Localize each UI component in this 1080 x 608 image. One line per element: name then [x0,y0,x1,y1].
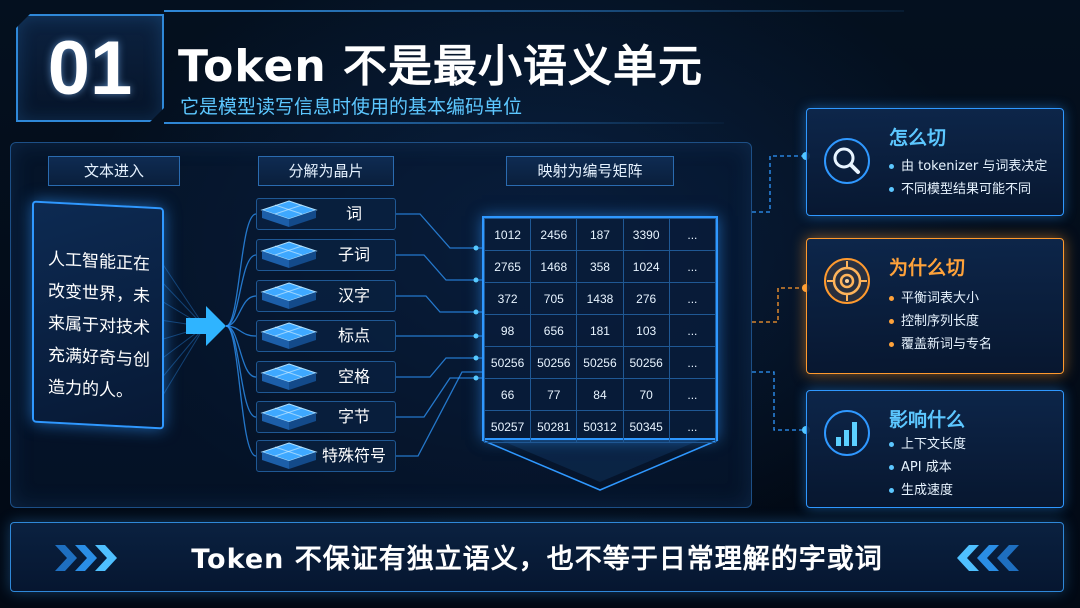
matrix-cell: 181 [576,314,624,347]
matrix-cell: ... [668,282,717,315]
matrix-cell: 50281 [530,410,578,443]
magnifier-icon [824,138,870,184]
matrix-cell: ... [668,314,717,347]
card-title: 为什么切 [889,257,966,279]
crystal-chip-icon [260,442,318,469]
token-chip: 特殊符号 [256,440,396,472]
card-item: 覆盖新词与专名 [889,333,992,356]
token-chip: 标点 [256,320,396,352]
chip-label: 字节 [337,407,370,426]
matrix-cell: 84 [576,378,624,411]
matrix-cell: 103 [622,314,670,347]
card-item: 生成速度 [889,479,966,502]
matrix-cell: ... [668,346,717,379]
matrix-cell: ... [668,410,717,443]
crystal-chip-icon [260,200,318,227]
crystal-chip-icon [260,363,318,390]
card-item: 不同模型结果可能不同 [889,178,1047,201]
section-number-box: 01 [16,14,164,122]
bottom-banner: Token 不保证有独立语义，也不等于日常理解的字或词 [10,522,1064,592]
matrix-cell: 1438 [576,282,624,315]
matrix-cell: 656 [530,314,578,347]
token-chip: 子词 [256,239,396,271]
matrix-cell: 50257 [483,410,532,443]
stage-label-matrix: 映射为编号矩阵 [506,156,674,186]
card-item: 控制序列长度 [889,310,992,333]
matrix-cell: 50345 [622,410,670,443]
chevron-right-icon [55,545,117,571]
matrix-cell: 2456 [530,218,578,251]
matrix-cell: 50256 [622,346,670,379]
card-item: 上下文长度 [889,433,966,456]
matrix-cell: 705 [530,282,578,315]
matrix-cell: ... [668,218,717,251]
card-item: 平衡词表大小 [889,287,992,310]
chip-label: 汉字 [337,286,370,305]
stage-label-split: 分解为晶片 [258,156,394,186]
matrix-cell: 77 [530,378,578,411]
token-chip: 空格 [256,361,396,393]
card-how-to-split: 怎么切 由 tokenizer 与词表决定 不同模型结果可能不同 [806,108,1064,216]
page-subtitle: 它是模型读写信息时使用的基本编码单位 [180,96,523,118]
card-title: 影响什么 [889,409,966,431]
token-chip: 词 [256,198,396,230]
matrix-cell: 2765 [483,250,532,283]
matrix-cell: 276 [622,282,670,315]
card-why-split: 为什么切 平衡词表大小 控制序列长度 覆盖新词与专名 [806,238,1064,374]
token-chip: 汉字 [256,280,396,312]
crystal-chip-icon [260,322,318,349]
header-bottom-line [164,122,724,124]
matrix-cell: 3390 [622,218,670,251]
token-chip: 字节 [256,401,396,433]
crystal-chip-icon [260,282,318,309]
crystal-chip-icon [260,403,318,430]
matrix-cell: 50256 [530,346,578,379]
matrix-cell: 358 [576,250,624,283]
card-item: API 成本 [889,456,966,479]
page-title: Token 不是最小语义单元 [178,41,703,92]
chip-label: 特殊符号 [321,446,386,465]
crystal-chip-icon [260,241,318,268]
header-top-line [164,10,904,12]
matrix-cell: 1012 [483,218,532,251]
card-title: 怎么切 [889,127,947,149]
chevron-left-icon [957,545,1019,571]
chip-label: 子词 [337,245,370,264]
matrix-cell: 372 [483,282,532,315]
chip-frame [256,401,396,433]
matrix-cell: 50312 [576,410,624,443]
bar-chart-icon [824,410,870,456]
matrix-cell: 1468 [530,250,578,283]
matrix-cell: 70 [622,378,670,411]
matrix-cell: ... [668,250,717,283]
matrix-cell: 66 [483,378,532,411]
matrix-cell: 187 [576,218,624,251]
target-icon [824,258,870,304]
chip-label: 空格 [337,367,370,386]
matrix-cell: 98 [483,314,532,347]
stage-label-input: 文本进入 [48,156,180,186]
card-what-it-affects: 影响什么 上下文长度 API 成本 生成速度 [806,390,1064,508]
matrix-cell: 1024 [622,250,670,283]
section-number: 01 [47,26,133,111]
banner-text: Token 不保证有独立语义，也不等于日常理解的字或词 [191,544,883,575]
chip-label: 标点 [337,326,370,345]
arrow-right-icon [186,306,226,346]
chip-label: 词 [345,204,362,223]
matrix-cell: 50256 [576,346,624,379]
matrix-cell: 50256 [483,346,532,379]
matrix-cell: ... [668,378,717,411]
card-item: 由 tokenizer 与词表决定 [889,155,1047,178]
